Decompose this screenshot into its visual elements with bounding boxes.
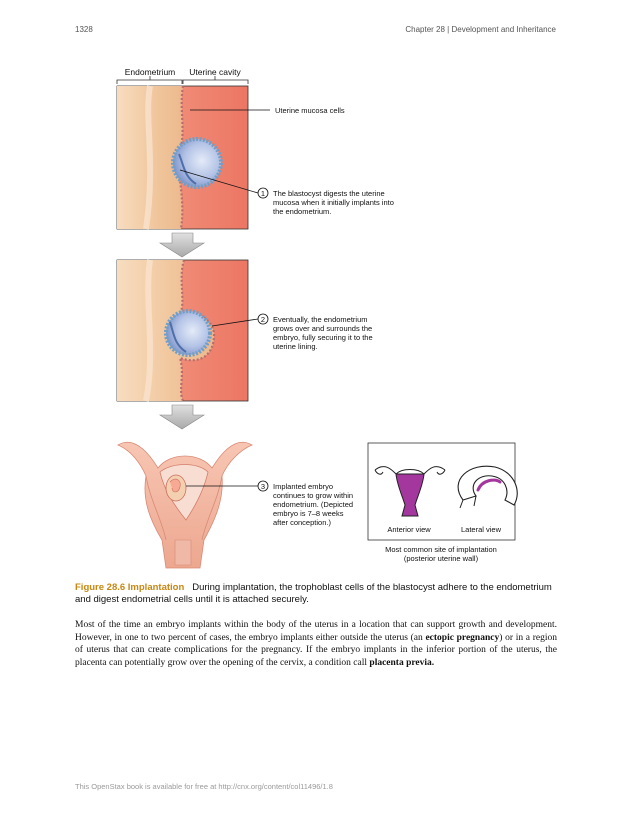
down-arrow-1 xyxy=(158,232,206,258)
step-3-line-1: Implanted embryo xyxy=(273,482,333,491)
figure-caption: Figure 28.6 Implantation During implanta… xyxy=(75,582,557,606)
step-3-line-4: embryo is 7–8 weeks xyxy=(273,509,344,518)
step-3-line-5: after conception.) xyxy=(273,518,331,527)
lateral-view-label: Lateral view xyxy=(461,525,502,534)
body-paragraph: Most of the time an embryo implants with… xyxy=(75,619,557,669)
body-text-part-2: ) or in a region of uterus that can crea… xyxy=(75,632,557,668)
step-1-line-3: the endometrium. xyxy=(273,207,331,216)
step-1-line-1: The blastocyst digests the uterine xyxy=(273,189,385,198)
step-1-number: 1 xyxy=(261,189,265,198)
uterine-cavity-label: Uterine cavity xyxy=(189,67,241,77)
figure-caption-label: Figure 28.6 Implantation xyxy=(75,582,185,593)
down-arrow-2 xyxy=(158,404,206,430)
step-3-number-circle xyxy=(257,480,269,492)
step-2-line-4: uterine lining. xyxy=(273,342,318,351)
uterine-cavity-bracket xyxy=(182,76,249,84)
step-2-line-2: grows over and surrounds the xyxy=(273,324,372,333)
step-2-line-1: Eventually, the endometrium xyxy=(273,315,368,324)
top-labels: Endometrium Uterine cavity xyxy=(116,67,249,84)
anterior-view-label: Anterior view xyxy=(387,525,431,534)
step-3-number: 3 xyxy=(261,482,265,491)
panel-step-2 xyxy=(116,259,259,402)
step-1-callout: 1 The blastocyst digests the uterine muc… xyxy=(257,187,394,216)
step-2-number: 2 xyxy=(261,315,265,324)
body-text-part-1: Most of the time an embryo implants with… xyxy=(75,620,557,643)
step-3-line-3: endometrium. (Depicted xyxy=(273,500,353,509)
uterus-illustration xyxy=(117,442,258,569)
figure-caption-text: During implantation, the trophoblast cel… xyxy=(75,582,552,605)
lateral-view-diagram xyxy=(457,465,518,509)
endometrium-bracket xyxy=(116,76,183,84)
implantation-site-inset: Anterior view Lateral view xyxy=(367,442,518,541)
implantation-site-line-1: Most common site of implantation xyxy=(385,545,497,554)
implantation-figure: Endometrium Uterine cavity Uterine mucos… xyxy=(116,67,518,569)
step-2-number-circle xyxy=(257,313,269,325)
term-ectopic-pregnancy: ectopic pregnancy xyxy=(425,632,500,643)
step-3-line-2: continues to grow within xyxy=(273,491,353,500)
step-1-line-2: mucosa when it initially implants into xyxy=(273,198,394,207)
step-2-line-3: embryo, fully securing it to the xyxy=(273,333,373,342)
step-3-callout: 3 Implanted embryo continues to grow wit… xyxy=(257,480,353,527)
uterine-mucosa-cells-label: Uterine mucosa cells xyxy=(275,106,345,115)
panel-step-1 xyxy=(116,85,270,230)
term-placenta-previa: placenta previa. xyxy=(369,657,435,668)
implantation-site-line-2: (posterior uterine wall) xyxy=(404,554,479,563)
page-number: 1328 xyxy=(75,25,93,34)
step-1-number-circle xyxy=(257,187,269,199)
endometrium-label: Endometrium xyxy=(125,67,176,77)
anterior-view-diagram xyxy=(374,466,446,517)
step-2-callout: 2 Eventually, the endometrium grows over… xyxy=(257,313,373,351)
chapter-header: Chapter 28 | Development and Inheritance xyxy=(405,25,556,34)
page-footer: This OpenStax book is available for free… xyxy=(75,782,333,791)
